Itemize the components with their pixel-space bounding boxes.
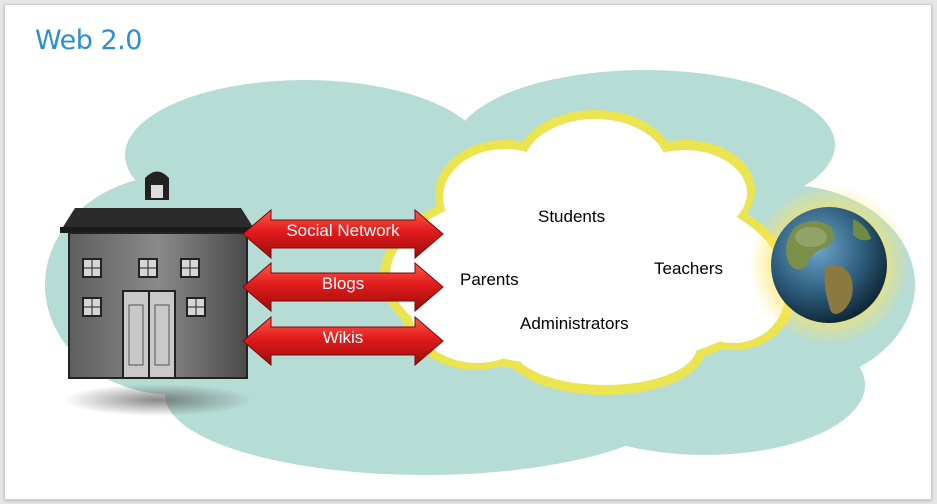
arrow-wikis (242, 315, 444, 367)
community-cloud (380, 110, 795, 395)
school-building-icon (60, 171, 256, 416)
arrow-label-blogs: Blogs (321, 274, 365, 293)
label-parents: Parents (460, 270, 519, 289)
arrow-label-wikis: Wikis (322, 328, 364, 347)
diagram-canvas (45, 70, 915, 475)
label-administrators: Administrators (520, 314, 629, 333)
label-teachers: Teachers (654, 259, 723, 278)
globe-icon (749, 185, 909, 345)
diagram-frame: Web 2.0 (4, 4, 932, 500)
arrow-blogs (242, 261, 444, 313)
label-students: Students (538, 207, 606, 226)
arrow-social-network (242, 208, 444, 260)
arrow-label-social-network: Social Network (286, 221, 400, 240)
diagram-title: Web 2.0 (35, 25, 142, 56)
arrows-group (242, 208, 444, 367)
